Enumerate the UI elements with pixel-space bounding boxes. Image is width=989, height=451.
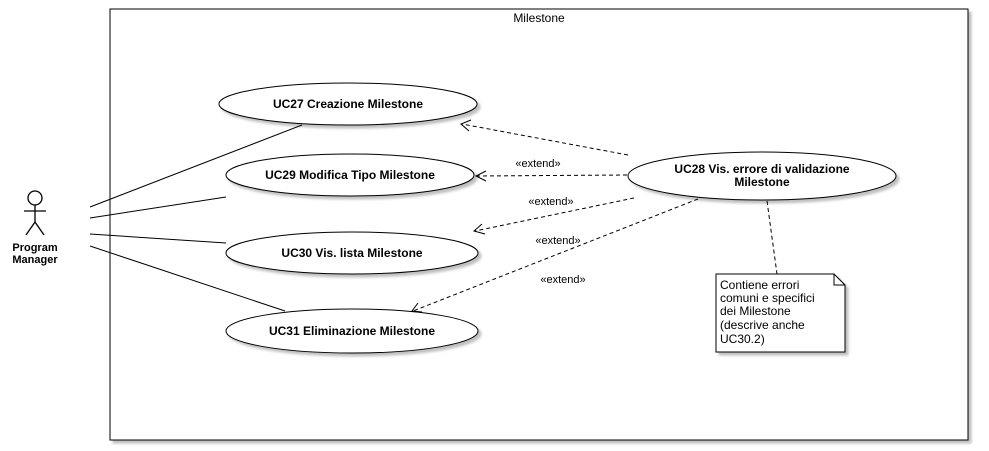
extend-label-uc30: «extend» <box>528 196 573 208</box>
association-uc29 <box>89 196 227 219</box>
use-case-uc30[interactable]: UC30 Vis. lista Milestone <box>225 231 479 275</box>
actor-right-leg <box>34 221 45 236</box>
actor-left-leg <box>25 221 36 236</box>
note-line-3: dei Milestone <box>720 304 791 318</box>
note-line-1: Contiene errori <box>720 278 799 292</box>
use-case-uc31[interactable]: UC31 Eliminazione Milestone <box>225 308 479 354</box>
extend-line-uc27 <box>461 123 629 156</box>
use-case-uc27-label: UC27 Creazione Milestone <box>273 97 423 111</box>
association-uc31 <box>89 245 286 312</box>
extend-line-uc30 <box>474 197 635 232</box>
actor-label-line2: Manager <box>12 254 58 266</box>
note-box <box>715 273 846 353</box>
extend-label-uc29: «extend» <box>515 158 560 170</box>
extend-label-uc31-a: «extend» <box>535 235 580 247</box>
system-boundary: Milestone <box>109 8 969 441</box>
actor-label-line1: Program <box>12 242 57 254</box>
note-line-4: (descrive anche <box>720 318 805 332</box>
note-line-2: comuni e specifici <box>720 291 815 305</box>
system-title: Milestone <box>513 11 565 25</box>
extend-arrow-uc29 <box>474 170 487 182</box>
extend-arrow-uc27 <box>460 119 472 132</box>
note-fold <box>833 274 845 286</box>
extend-relations <box>411 119 699 313</box>
note: Contiene errori comuni e specifici dei M… <box>715 273 846 353</box>
note-connector <box>766 200 778 275</box>
use-case-uc29[interactable]: UC29 Modifica Tipo Milestone <box>225 153 475 197</box>
use-case-uc28-label-line1: UC28 Vis. errore di validazione <box>674 162 850 176</box>
note-line-5: UC30.2) <box>720 332 765 346</box>
extend-line-uc31 <box>412 198 699 312</box>
extend-arrow-uc30 <box>472 223 486 235</box>
use-case-uc27[interactable]: UC27 Creazione Milestone <box>218 82 478 126</box>
use-case-uc30-label: UC30 Vis. lista Milestone <box>281 246 422 260</box>
actor-program-manager <box>24 190 46 236</box>
associations <box>89 124 303 312</box>
association-uc27 <box>89 124 303 208</box>
extend-labels: «extend» «extend» «extend» «extend» <box>515 158 585 286</box>
association-uc30 <box>89 233 227 244</box>
extend-arrow-uc31 <box>411 302 423 313</box>
use-case-uc31-label: UC31 Eliminazione Milestone <box>269 324 435 338</box>
use-case-uc29-label: UC29 Modifica Tipo Milestone <box>265 168 435 182</box>
use-case-uc28[interactable]: UC28 Vis. errore di validazione Mileston… <box>627 151 897 201</box>
actor-head <box>27 190 43 206</box>
extend-label-uc31-b: «extend» <box>540 274 585 286</box>
use-case-uc28-label-line2: Milestone <box>734 175 790 189</box>
